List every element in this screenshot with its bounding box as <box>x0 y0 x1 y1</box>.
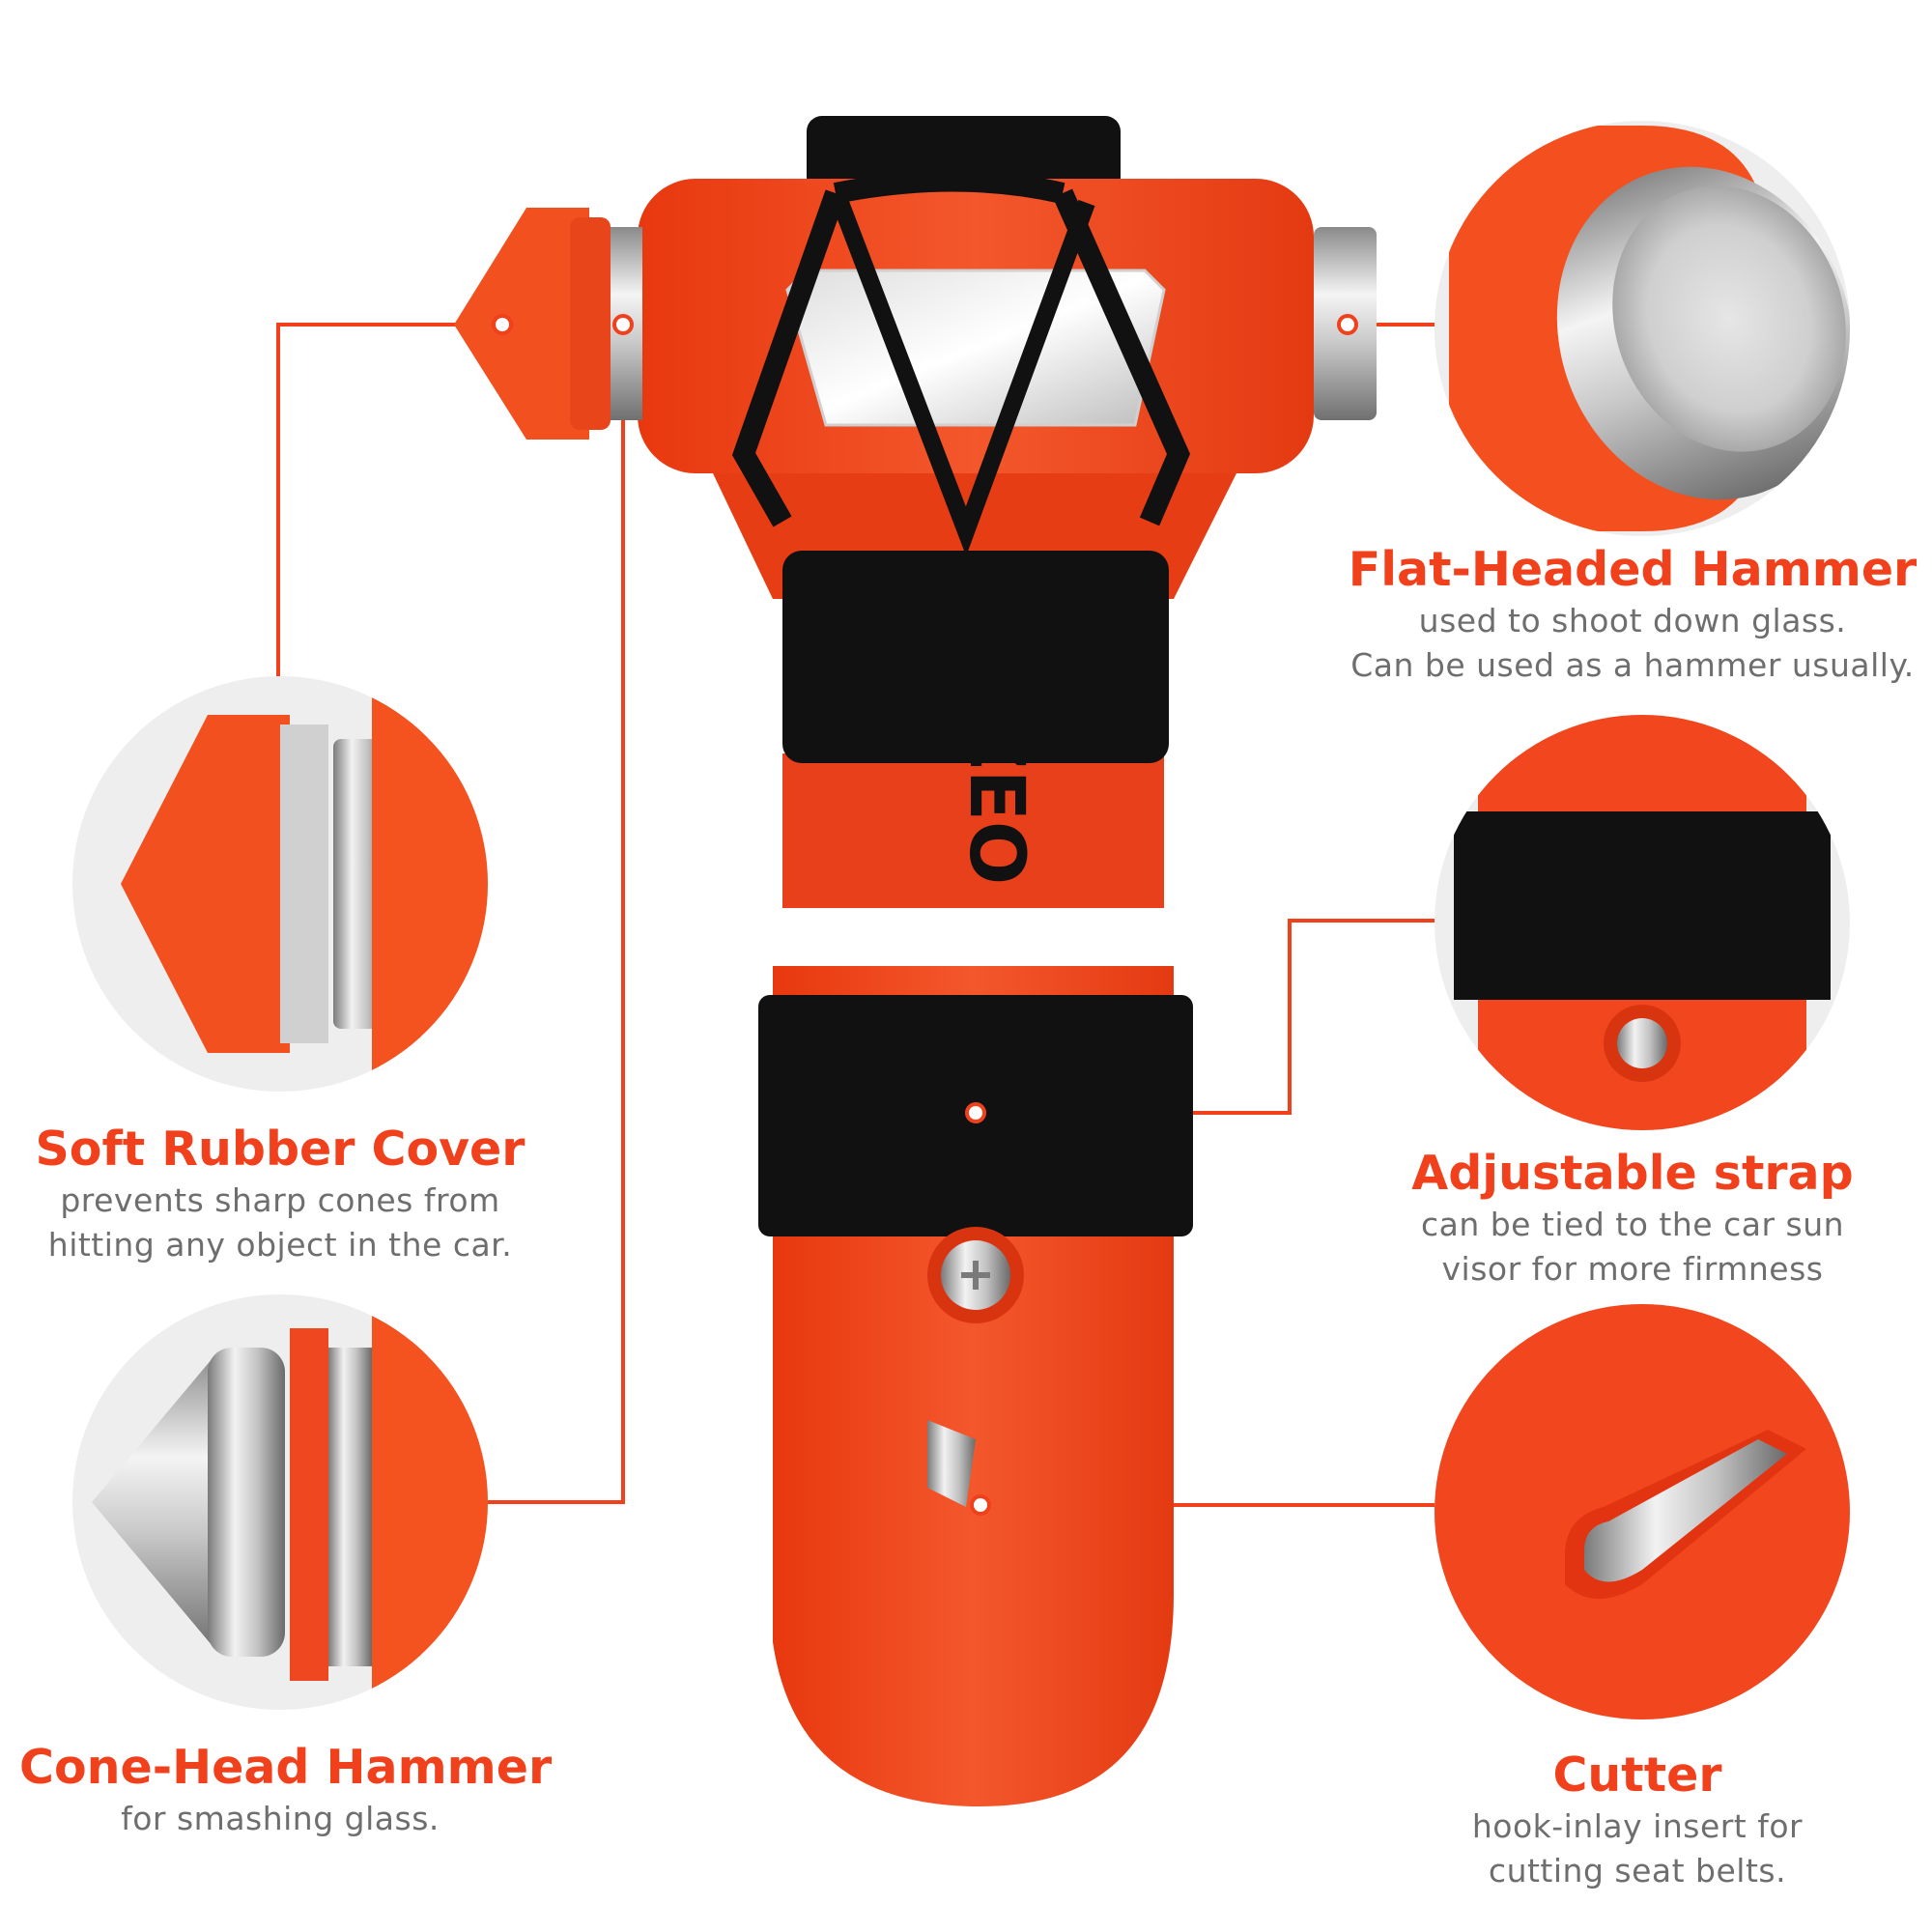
inset-cone-hammer <box>72 1294 488 1710</box>
callout-desc-line: can be tied to the car sun <box>1420 1206 1845 1243</box>
pointer-dots <box>492 314 1358 1516</box>
callout-title: Cone-Head Hammer <box>19 1740 553 1795</box>
upper-strap-band <box>782 551 1169 763</box>
callout-adjustable-strap: Adjustable strap can be tied to the car … <box>1391 1145 1874 1292</box>
inset-flat-hammer <box>1435 121 1850 536</box>
callout-title: Cutter <box>1552 1747 1722 1803</box>
inset-cutter <box>1435 1304 1850 1719</box>
callout-flat-headed-hammer: Flat-Headed Hammer used to shoot down gl… <box>1343 541 1922 688</box>
pointer-dot-strap <box>965 1102 986 1123</box>
callout-desc-line: cutting seat belts. <box>1488 1852 1787 1889</box>
callout-title: Adjustable strap <box>1411 1146 1854 1201</box>
callout-title: Soft Rubber Cover <box>35 1122 526 1177</box>
callout-desc-line: visor for more firmness <box>1441 1250 1824 1288</box>
callout-desc-line: for smashing glass. <box>121 1800 440 1837</box>
callout-cone-head-hammer: Cone-Head Hammer for smashing glass. <box>19 1739 553 1841</box>
callout-desc-line: hitting any object in the car. <box>47 1226 513 1264</box>
callout-desc-line: hook-inlay insert for <box>1471 1807 1804 1845</box>
emergency-hammer-tool: SZEO <box>454 116 1377 1806</box>
brand-mark: SZEO <box>952 661 1039 885</box>
pointer-dot-flat-hammer <box>1337 314 1358 335</box>
cutter-blade <box>927 1420 976 1507</box>
callout-desc-line: Can be used as a hammer usually. <box>1350 646 1915 684</box>
leader-line-cone-hammer <box>488 325 625 1504</box>
top-strap-loop <box>807 116 1121 193</box>
inset-strap <box>1435 715 1850 1130</box>
elastic-cord <box>731 170 1191 527</box>
callout-cutter: Cutter hook-inlay insert for cutting sea… <box>1430 1747 1845 1893</box>
pointer-dot-cutter <box>970 1494 991 1516</box>
inset-soft-rubber-cover <box>72 676 488 1092</box>
callout-desc-line: used to shoot down glass. <box>1418 602 1847 639</box>
leader-line-soft-cover <box>276 323 502 676</box>
callout-soft-rubber-cover: Soft Rubber Cover prevents sharp cones f… <box>19 1121 541 1267</box>
callout-title: Flat-Headed Hammer <box>1348 542 1918 597</box>
pointer-dot-cone-hammer <box>612 314 634 335</box>
soft-rubber-cover <box>454 208 589 440</box>
callout-desc-line: prevents sharp cones from <box>60 1181 500 1219</box>
pointer-dot-soft-cover <box>492 314 513 335</box>
